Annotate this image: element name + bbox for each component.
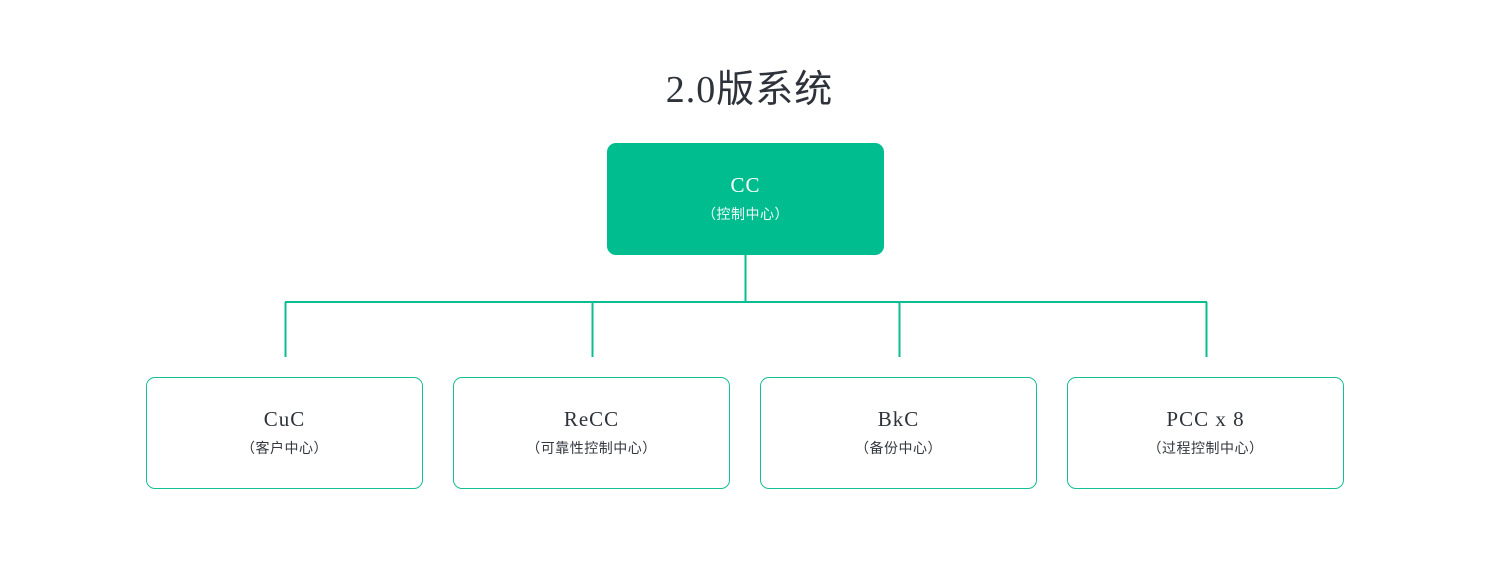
page-title: 2.0版系统 xyxy=(665,69,834,111)
node-root-label: CC xyxy=(730,173,761,197)
node-child-label: ReCC xyxy=(563,407,620,431)
node-child-label: PCC x 8 xyxy=(1166,407,1245,431)
node-child-bkc[interactable]: BkC （备份中心） xyxy=(760,377,1037,489)
node-child-label: CuC xyxy=(263,407,306,431)
node-child-sublabel: （可靠性控制中心） xyxy=(526,442,657,457)
node-child-sublabel: （过程控制中心） xyxy=(1147,442,1264,457)
node-child-sublabel: （客户中心） xyxy=(241,442,328,457)
node-root-cc[interactable]: CC （控制中心） xyxy=(607,143,884,255)
node-child-pcc[interactable]: PCC x 8 （过程控制中心） xyxy=(1067,377,1344,489)
node-child-cuc[interactable]: CuC （客户中心） xyxy=(146,377,423,489)
node-child-sublabel: （备份中心） xyxy=(855,442,942,457)
node-child-label: BkC xyxy=(877,407,920,431)
node-child-recc[interactable]: ReCC （可靠性控制中心） xyxy=(453,377,730,489)
node-root-sublabel: （控制中心） xyxy=(702,208,789,223)
